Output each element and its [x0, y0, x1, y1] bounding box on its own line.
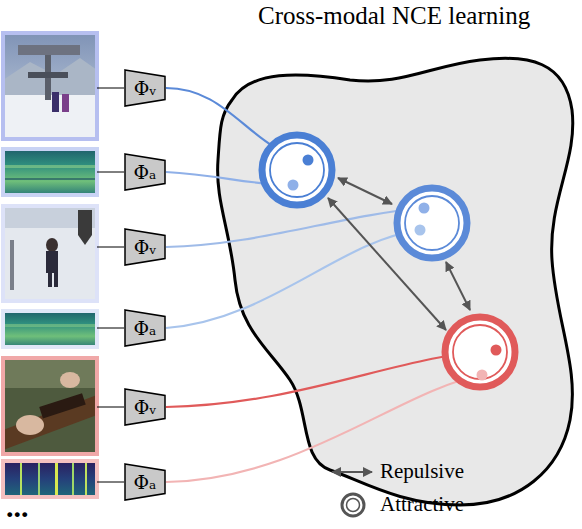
legend-label: Attractive: [380, 494, 464, 515]
legend-circle-sample: [342, 494, 364, 516]
encoder-label: Φₐ: [134, 163, 157, 182]
encoder-block: Φₐ: [124, 463, 166, 501]
embedding-lines: [166, 88, 496, 482]
attractive-cluster: [445, 317, 515, 387]
encoder-label: Φᵥ: [134, 79, 157, 98]
encoder-label: Φₐ: [134, 319, 157, 338]
encoder-block: Φᵥ: [124, 69, 166, 107]
encoder-label: Φᵥ: [134, 238, 157, 257]
encoder-trapezoid: [125, 229, 165, 265]
attractive-cluster: [397, 188, 467, 258]
audio-spectrogram: [3, 149, 97, 195]
repulsive-arrows: [328, 178, 470, 330]
encoder-trapezoid: [125, 70, 165, 106]
continuation-dots: ...: [6, 492, 29, 522]
encoder-block: Φₐ: [124, 309, 166, 347]
encoder-trapezoid: [125, 464, 165, 500]
attractive-cluster: [262, 135, 332, 205]
encoder-trapezoid: [125, 154, 165, 190]
encoder-trapezoid: [125, 310, 165, 346]
audio-spectrogram: [3, 311, 97, 347]
encoder-trapezoid: [125, 389, 165, 425]
video-frame: [3, 206, 97, 301]
video-frame: [3, 358, 97, 454]
encoder-block: Φₐ: [124, 153, 166, 191]
video-frame: [3, 33, 97, 139]
embedding-space: [218, 58, 573, 505]
figure-title: Cross-modal NCE learning: [258, 3, 530, 28]
encoder-label: Φₐ: [134, 473, 157, 492]
encoder-label: Φᵥ: [134, 398, 157, 417]
legend-arrow-sample: [332, 471, 372, 473]
input-links: [97, 88, 124, 482]
legend-label: Repulsive: [380, 461, 464, 482]
encoder-block: Φᵥ: [124, 388, 166, 426]
encoder-block: Φᵥ: [124, 228, 166, 266]
